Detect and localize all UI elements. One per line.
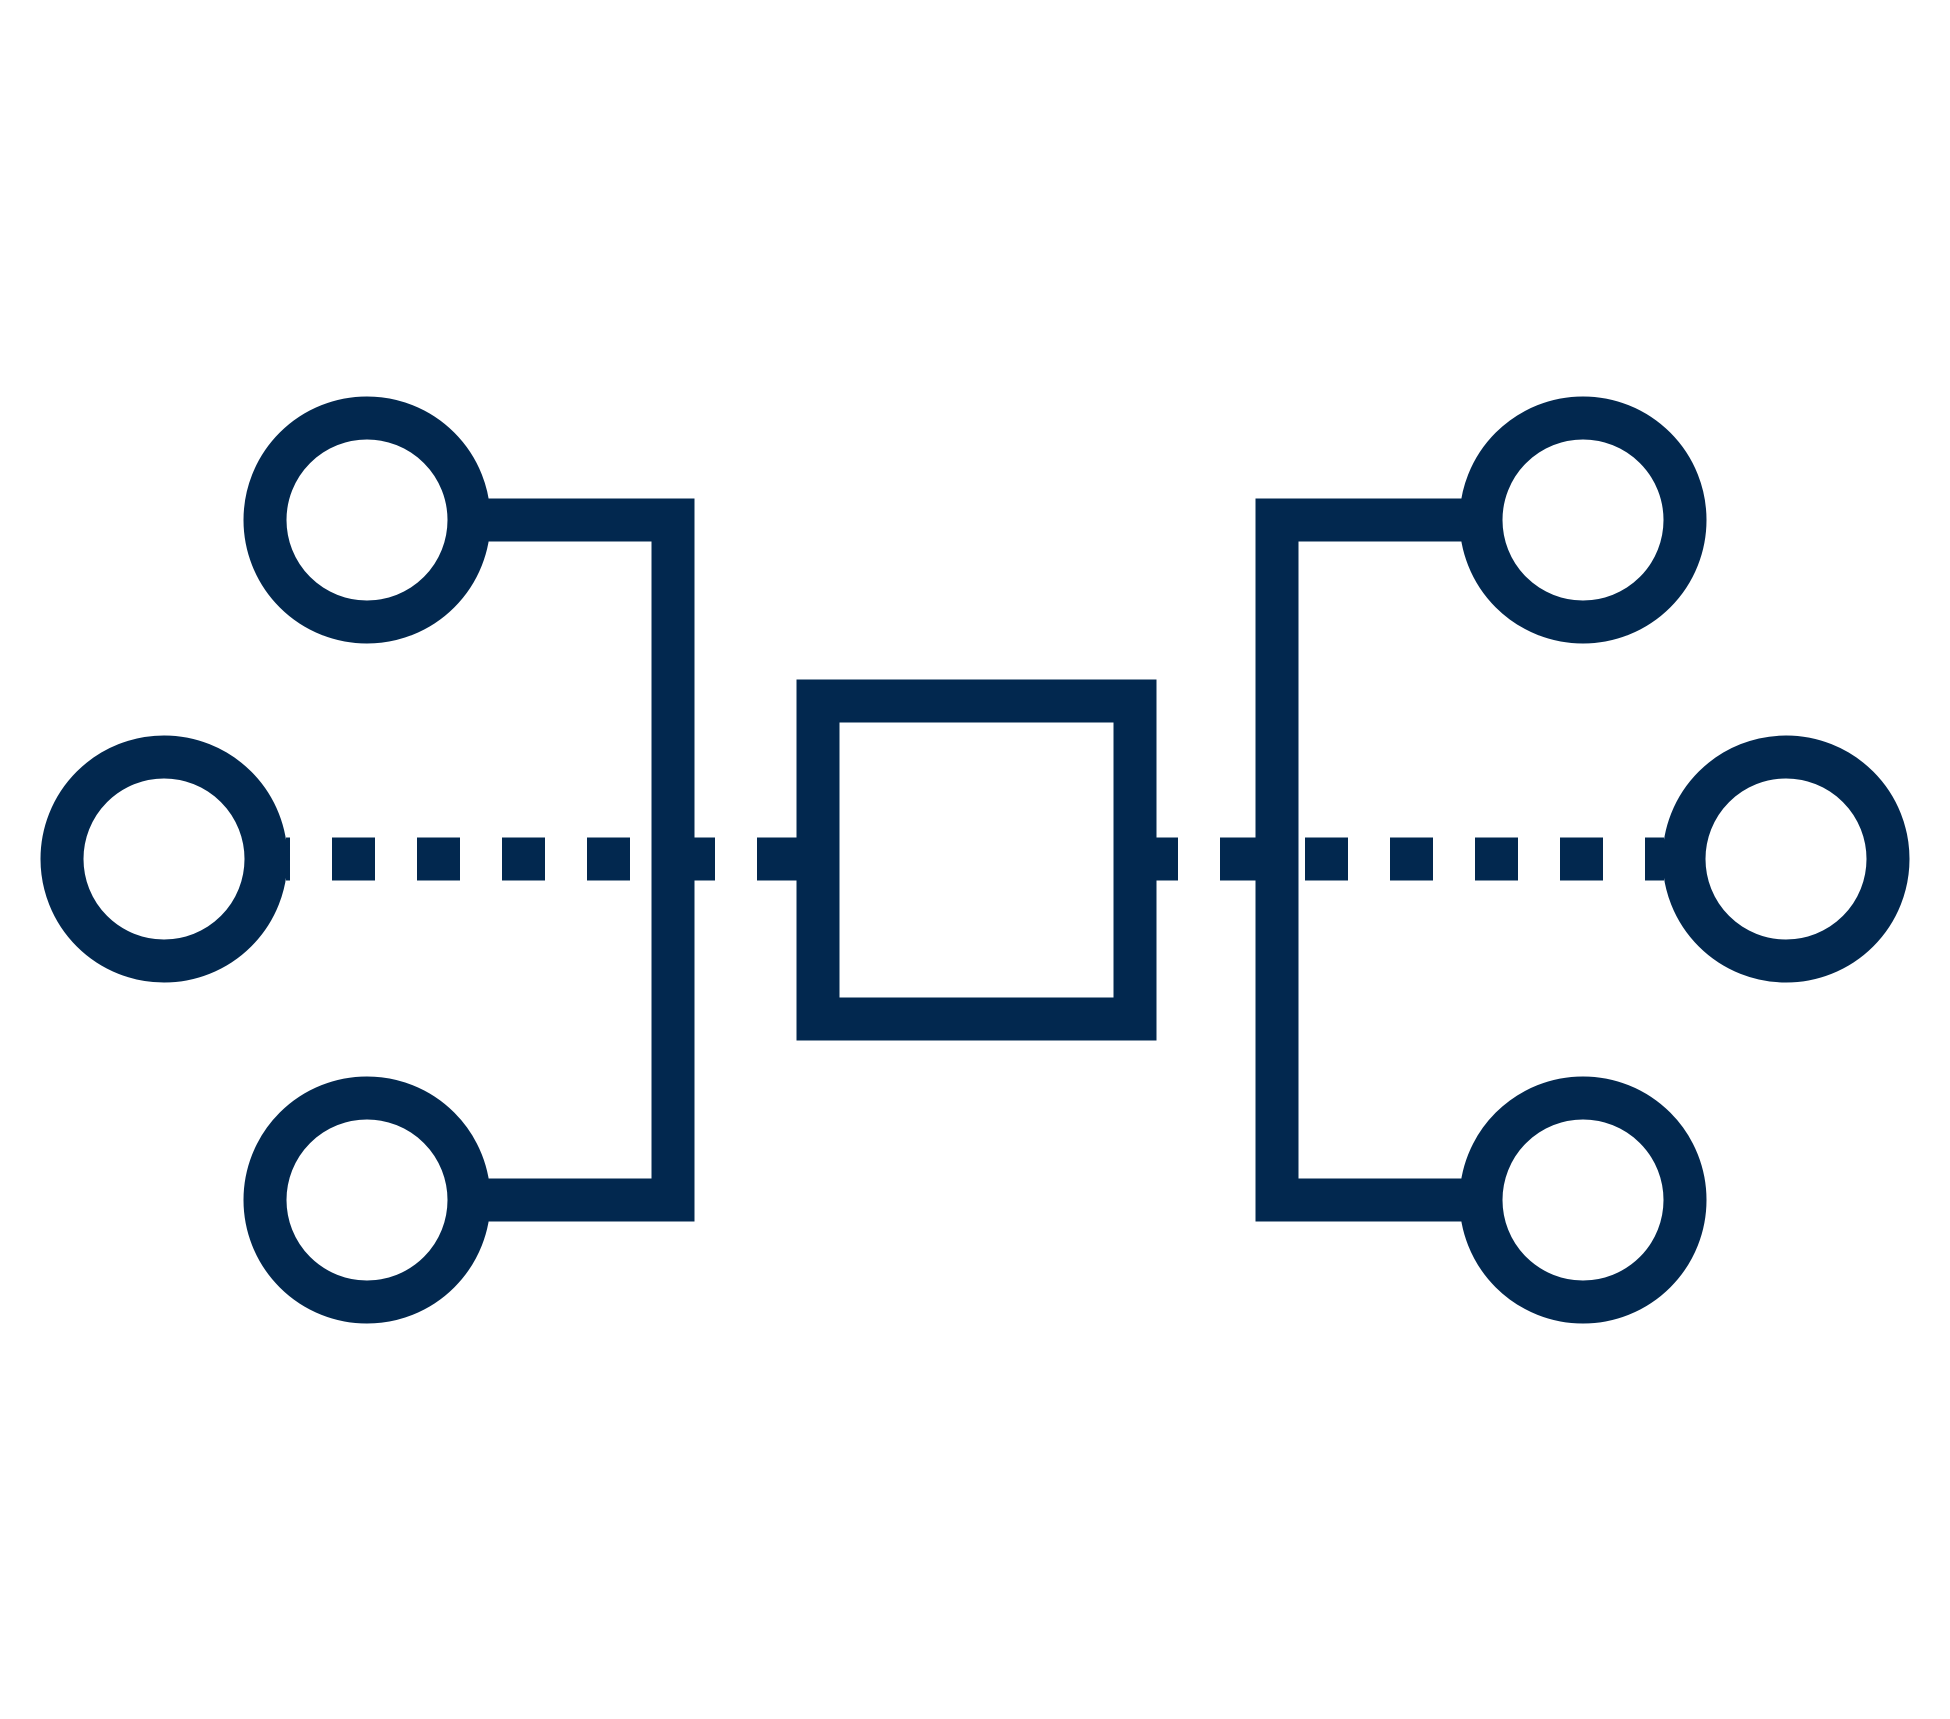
right-bracket-connector <box>1255 498 1480 1222</box>
right-top-node <box>1459 396 1707 644</box>
left-top-node <box>243 396 491 644</box>
left-bottom-node <box>243 1076 491 1324</box>
right-bottom-node <box>1459 1076 1707 1324</box>
right-middle-node <box>1662 735 1910 983</box>
left-middle-node <box>40 735 288 983</box>
center-square-node <box>796 679 1157 1041</box>
left-bracket-connector <box>470 498 695 1222</box>
